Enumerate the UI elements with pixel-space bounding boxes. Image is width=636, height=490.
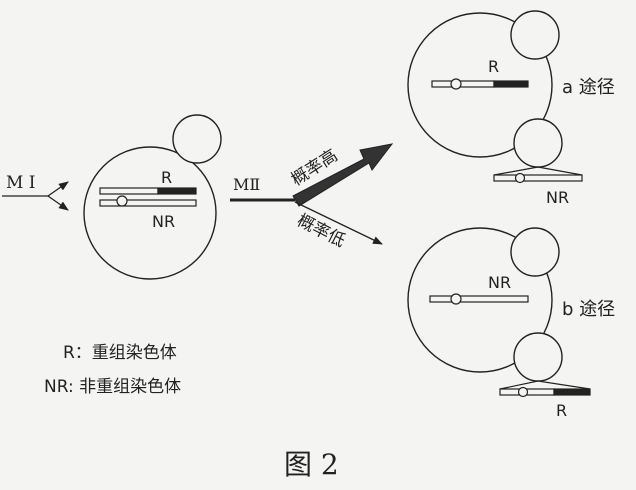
path-a-label: a 途径 [562,77,615,98]
path-a-egg-chromosome-R [431,78,529,90]
cell-left-body [83,146,217,280]
cell-left-polar-body [172,114,222,164]
path-b-cell: NR R [407,227,591,420]
high-probability-arrow [292,143,394,207]
path-a-cell-body [407,12,553,158]
low-probability-arrow [294,201,383,245]
chromatid-NR-left [99,195,197,207]
meiosis-I-arrow [2,181,69,211]
legend-line-NR: NR: 非重组染色体 [44,377,181,397]
meiosis-II-label: MⅡ [233,175,260,194]
meiosis-II-arrows [230,143,394,245]
path-a-polar-body-bottom [513,118,563,168]
cell-left: R NR [83,114,222,280]
path-b-egg-chromosome-NR [429,293,529,305]
chromatid-R-left [99,187,197,195]
path-b-label-R: R [556,401,567,420]
path-b-polar-body-top [510,227,560,277]
path-b-label-NR: NR [488,273,511,292]
figure-caption: 图 2 [284,448,339,481]
path-b-label: b 途径 [562,299,615,320]
legend-line-R: R：重组染色体 [63,343,177,363]
path-b-cell-body [407,227,553,373]
path-a-label-R: R [488,57,499,76]
legend: R：重组染色体 NR: 非重组染色体 [44,343,181,397]
path-a-label-NR: NR [546,188,569,207]
path-b-polar-body-chromosome-R [499,380,591,398]
path-a-polar-body-top [510,10,560,60]
cell-left-label-NR: NR [152,212,175,231]
path-a-polar-body-chromosome-NR [493,166,583,184]
path-a-cell: R NR [407,10,583,207]
prob-low-label: 概率低 [294,211,349,252]
meiosis-I-label: M I [6,173,36,193]
path-b-polar-body-bottom [513,332,563,382]
cell-left-label-R: R [161,168,172,187]
